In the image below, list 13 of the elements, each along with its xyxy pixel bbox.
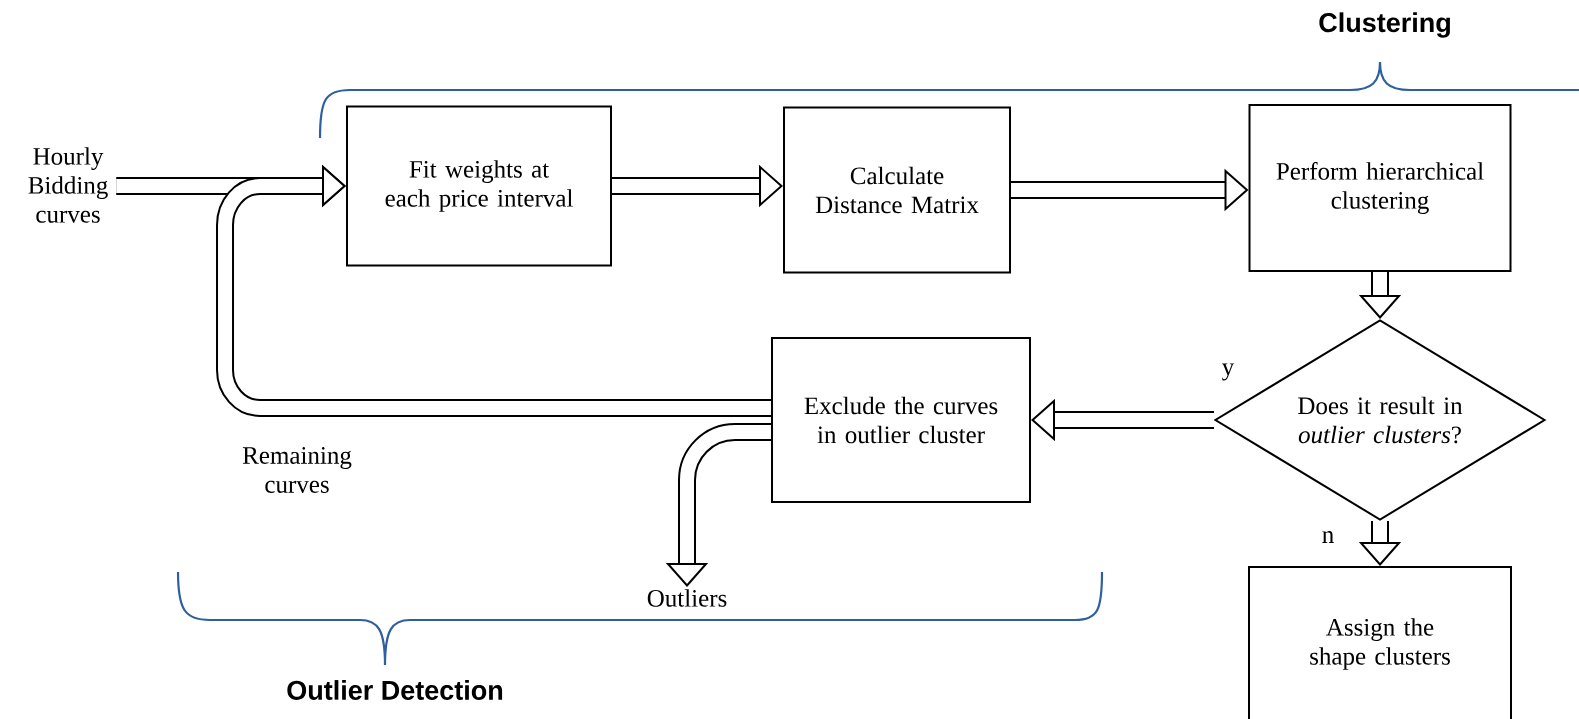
section-heading: Clustering [1319,12,1450,38]
block-arrow [216,164,771,417]
process-box: Fit weights at each price interval [346,105,612,267]
edge-label: Remaining curves [242,447,352,493]
text-label: Outliers [647,589,727,607]
process-box: Exclude the curves in outlier cluster [771,337,1031,503]
text-label: Hourly Bidding curves [28,147,108,223]
process-box: Assign the shape clusters [1248,566,1512,719]
section-heading: Outlier Detection [287,680,503,700]
process-box: Calculate Distance Matrix [783,106,1011,274]
edge-label: y [1222,363,1235,381]
process-box: Perform hierarchical clustering [1248,104,1512,272]
edge-label: n [1322,531,1334,543]
